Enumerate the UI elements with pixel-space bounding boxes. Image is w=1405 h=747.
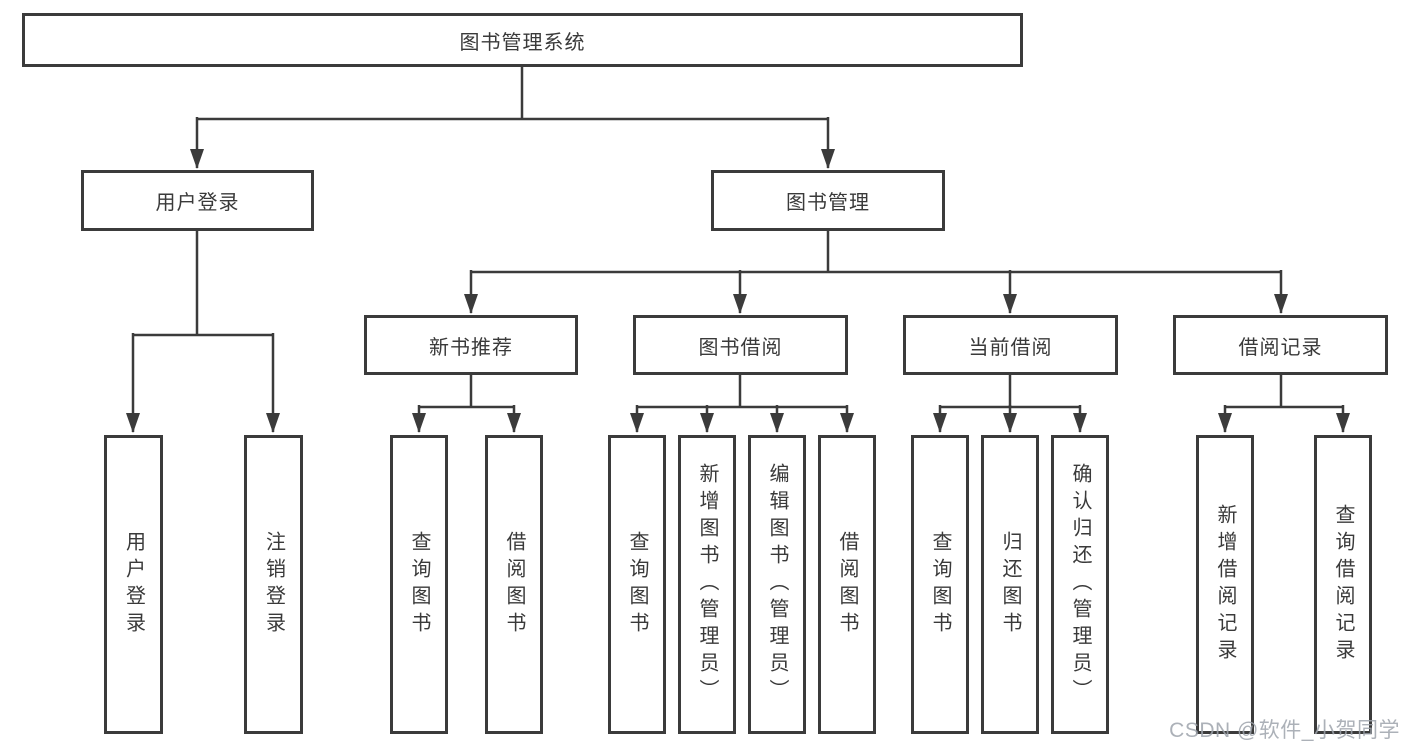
- node-leaf-user-login: 用户登录: [104, 435, 163, 734]
- node-user-login: 用户登录: [81, 170, 314, 231]
- node-leaf-add-borrow-record: 新增借阅记录: [1196, 435, 1254, 734]
- node-current-borrow: 当前借阅: [903, 315, 1118, 375]
- node-book-management: 图书管理: [711, 170, 945, 231]
- node-library-management-system: 图书管理系统: [22, 13, 1023, 67]
- node-borrow-records: 借阅记录: [1173, 315, 1388, 375]
- node-leaf-search-borrow-record: 查询借阅记录: [1314, 435, 1372, 734]
- node-leaf-search-books-2: 查询图书: [608, 435, 666, 734]
- node-leaf-borrow-books-1: 借阅图书: [485, 435, 543, 734]
- node-leaf-edit-book-admin: 编辑图书（管理员）: [748, 435, 806, 734]
- node-leaf-return-book: 归还图书: [981, 435, 1039, 734]
- node-leaf-add-book-admin: 新增图书（管理员）: [678, 435, 736, 734]
- node-new-book-recommend: 新书推荐: [364, 315, 578, 375]
- node-leaf-confirm-return-admin: 确认归还（管理员）: [1051, 435, 1109, 734]
- node-book-borrow: 图书借阅: [633, 315, 848, 375]
- csdn-watermark: CSDN @软件_小贺同学: [1169, 719, 1400, 742]
- node-leaf-search-books-1: 查询图书: [390, 435, 448, 734]
- node-leaf-borrow-books-2: 借阅图书: [818, 435, 876, 734]
- node-leaf-search-books-3: 查询图书: [911, 435, 969, 734]
- node-leaf-logout: 注销登录: [244, 435, 303, 734]
